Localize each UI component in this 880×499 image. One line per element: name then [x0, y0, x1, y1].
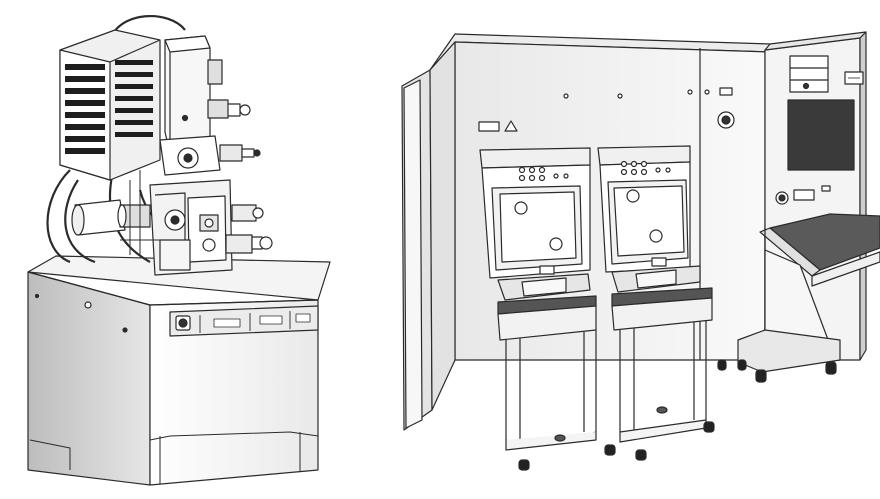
load-lock-station-1 — [479, 147, 616, 471]
base-cabinet — [27, 255, 331, 486]
main-enclosure — [429, 33, 771, 411]
display-screen — [787, 99, 855, 171]
cooling-fins-icon — [65, 60, 153, 154]
electronics-rack — [59, 29, 161, 181]
side-door — [401, 69, 451, 431]
microscope-column-unit — [27, 14, 331, 486]
electron-column — [71, 35, 273, 276]
warning-triangle-icon — [504, 120, 518, 132]
load-lock-station-2 — [597, 145, 715, 461]
load-lock-cabinet-unit — [401, 31, 880, 471]
control-console — [717, 31, 880, 383]
